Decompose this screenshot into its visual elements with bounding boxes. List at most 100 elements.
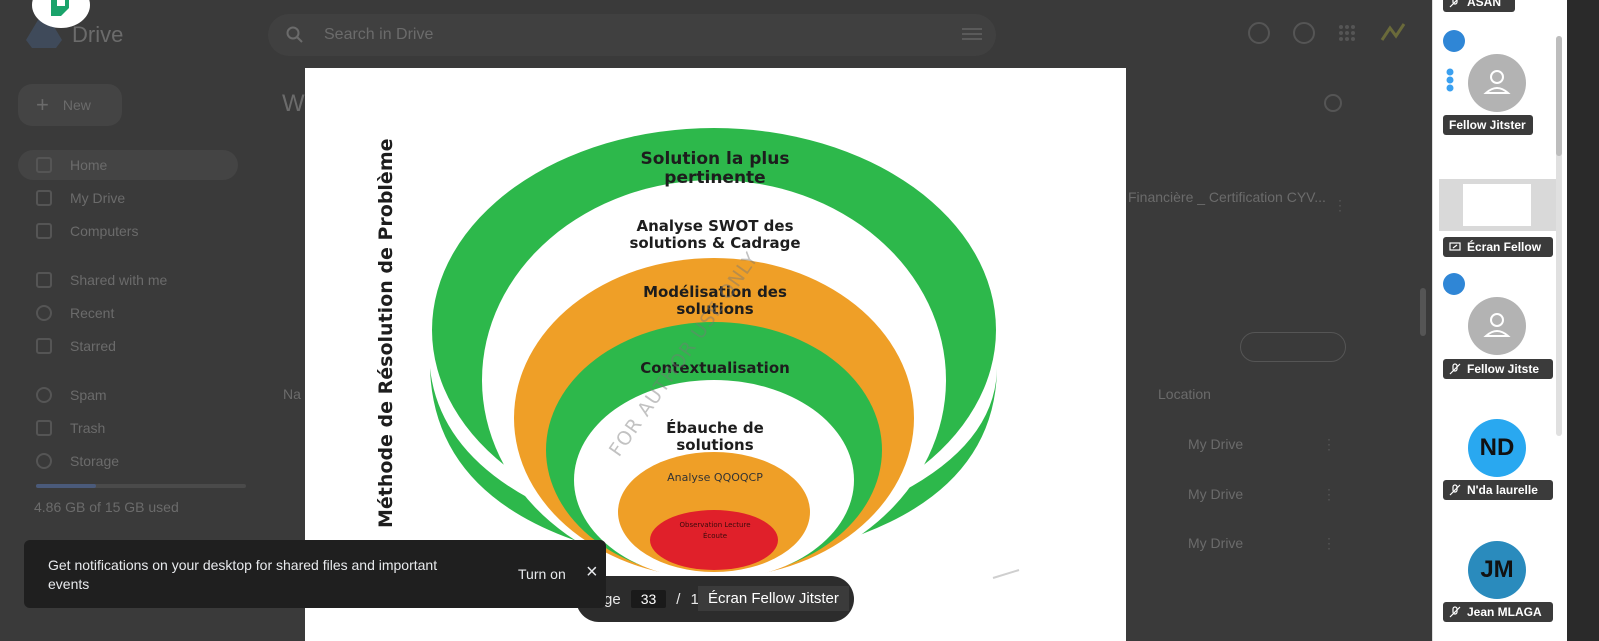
cloud-icon	[36, 453, 52, 469]
storage-used: 4.86 GB of 15 GB used	[34, 499, 179, 515]
new-label: New	[62, 97, 91, 113]
mic-muted-icon	[1449, 0, 1458, 8]
nav-label: Storage	[70, 453, 120, 469]
participant-name: ASAN	[1467, 0, 1502, 9]
nav-my-drive[interactable]: My Drive	[36, 186, 125, 210]
panel-scrollbar[interactable]	[1556, 36, 1562, 436]
info-icon[interactable]	[1324, 94, 1342, 112]
nav-recent[interactable]: Recent	[36, 301, 114, 325]
location-column-header[interactable]: Location	[1158, 386, 1211, 402]
participant-name-tag: N'da laurelle	[1443, 480, 1553, 500]
participant-name-tag: Écran Fellow	[1443, 237, 1553, 257]
nav-label: Starred	[70, 338, 116, 354]
shared-icon	[36, 272, 52, 288]
more-options-icon[interactable]: ⋮	[1322, 535, 1336, 551]
more-options-icon[interactable]: ⋮	[1322, 436, 1336, 452]
nav-label: Recent	[70, 305, 115, 321]
suggested-file-title[interactable]: Financière _ Certification CYV...	[1128, 189, 1326, 205]
person-icon	[1483, 313, 1511, 337]
nav-home[interactable]: Home	[36, 153, 107, 177]
participant-name: Fellow Jitste	[1467, 362, 1540, 376]
nav-starred[interactable]: Starred	[36, 334, 116, 358]
problem-solving-diagram	[430, 128, 1020, 580]
nav-label: Trash	[70, 420, 106, 436]
more-options-icon[interactable]: ⋮	[1322, 486, 1336, 502]
toast-message: Get notifications on your desktop for sh…	[48, 557, 438, 592]
page-label: ge	[604, 590, 621, 608]
nav-computers[interactable]: Computers	[36, 219, 138, 243]
participant-name: N'da laurelle	[1467, 483, 1538, 497]
search-options-icon[interactable]	[962, 26, 982, 42]
page-heading-partial: W	[282, 90, 305, 117]
search-icon	[286, 26, 303, 43]
name-column-header[interactable]: Na	[283, 386, 301, 402]
search-placeholder: Search in Drive	[324, 26, 434, 43]
nav-label: My Drive	[70, 190, 126, 206]
my-drive-icon	[36, 190, 52, 206]
participant-name: Écran Fellow	[1467, 240, 1542, 254]
home-icon	[36, 157, 52, 173]
nav-label: Home	[70, 157, 108, 173]
view-toggle[interactable]	[1240, 332, 1346, 362]
ring-label-analyse: Analyse QQOQCP	[667, 471, 763, 484]
person-icon	[1483, 70, 1511, 94]
computers-icon	[36, 223, 52, 239]
mic-muted-icon	[1449, 363, 1461, 375]
avatar[interactable]	[1468, 54, 1526, 112]
document-page: Méthode de Résolution de Problème Soluti…	[305, 68, 1126, 641]
drive-brand: Drive	[72, 22, 124, 47]
audio-level-icon	[1446, 68, 1454, 92]
file-location: My Drive	[1188, 535, 1244, 551]
ring-label-ebauche: Ébauche de solutions	[666, 419, 764, 454]
notification-toast: Get notifications on your desktop for sh…	[24, 540, 606, 608]
participant-name-tag: Fellow Jitste	[1443, 359, 1553, 379]
file-location: My Drive	[1188, 436, 1244, 452]
ring-label-contextualisation: Contextualisation	[640, 359, 790, 377]
avatar[interactable]: JM	[1468, 541, 1526, 599]
star-icon	[36, 338, 52, 354]
screen-share-label: Écran Fellow Jitster	[698, 586, 849, 611]
search-input[interactable]: Search in Drive	[268, 14, 996, 56]
file-location: My Drive	[1188, 486, 1244, 502]
nav-shared-with-me[interactable]: Shared with me	[36, 268, 167, 292]
diagram-vertical-label: Méthode de Résolution de Problème	[375, 138, 397, 529]
screen-share-thumbnail[interactable]	[1439, 179, 1556, 231]
nav-label: Shared with me	[70, 272, 168, 288]
scrollbar[interactable]	[1420, 288, 1426, 336]
screen-share-icon	[1449, 242, 1461, 251]
nav-trash[interactable]: Trash	[36, 416, 105, 440]
nav-spam[interactable]: Spam	[36, 383, 107, 407]
trash-icon	[36, 420, 52, 436]
settings-icon[interactable]	[1293, 22, 1315, 44]
nav-storage[interactable]: Storage	[36, 449, 119, 473]
participant-options-icon[interactable]	[1443, 273, 1465, 295]
mic-muted-icon	[1449, 484, 1461, 496]
ring-label-swot: Analyse SWOT des solutions & Cadrage	[629, 217, 801, 252]
account-icon[interactable]	[1380, 22, 1406, 44]
spam-icon	[36, 387, 52, 403]
new-button[interactable]: + New	[18, 84, 122, 126]
more-options-icon[interactable]: ⋮	[1333, 197, 1347, 213]
participant-name-tag: Fellow Jitster	[1443, 115, 1533, 135]
clock-icon	[36, 305, 52, 321]
page-number-input[interactable]: 33	[630, 590, 667, 608]
apps-grid-icon[interactable]	[1338, 24, 1356, 42]
avatar[interactable]: ND	[1468, 419, 1526, 477]
page-separator: /	[676, 590, 681, 608]
close-icon[interactable]: ×	[586, 561, 598, 583]
participant-name: Jean MLAGA	[1467, 605, 1542, 619]
nav-label: Computers	[70, 223, 139, 239]
plus-icon: +	[36, 92, 49, 117]
mic-muted-icon	[1449, 606, 1461, 618]
participant-options-icon[interactable]	[1443, 30, 1465, 52]
storage-bar	[36, 484, 246, 488]
turn-on-button[interactable]: Turn on	[518, 566, 566, 582]
ring-label-solution: Solution la plus pertinente	[640, 149, 790, 188]
participant-name: Fellow Jitster	[1449, 118, 1526, 132]
avatar[interactable]	[1468, 297, 1526, 355]
participant-name-partial: ASAN	[1443, 0, 1515, 12]
ring-label-observation: Observation Lecture Écoute	[679, 521, 751, 541]
participant-name-tag: Jean MLAGA	[1443, 602, 1553, 622]
help-icon[interactable]	[1248, 22, 1270, 44]
